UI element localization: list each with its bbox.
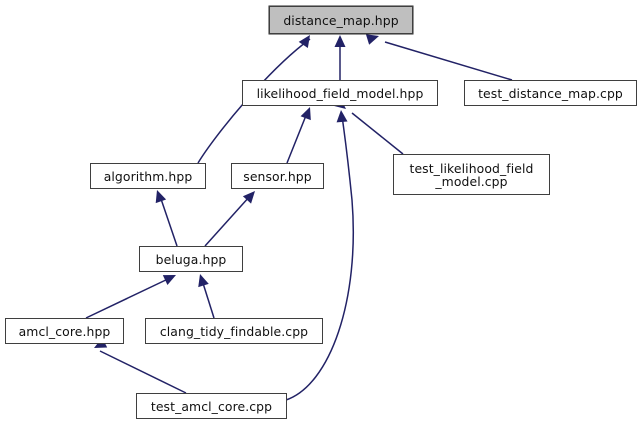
node-label-distance_map: distance_map.hpp xyxy=(283,12,399,28)
node-test_distance_map[interactable]: test_distance_map.cpp xyxy=(464,80,637,106)
arrowhead-algorithm-to-distance_map xyxy=(298,35,310,49)
edge-amcl_core-to-beluga xyxy=(85,277,171,319)
edge-test_distance_map-to-distance_map xyxy=(384,41,513,81)
node-sensor[interactable]: sensor.hpp xyxy=(231,163,324,189)
arrowhead-test_amcl_core-to-likelihood_field_model xyxy=(336,110,348,123)
node-label-likelihood_field_model: likelihood_field_model.hpp xyxy=(256,85,424,101)
edge-test_amcl_core-to-likelihood_field_model xyxy=(285,115,355,401)
arrowhead-clang_tidy_findable-to-beluga xyxy=(198,274,209,288)
arrowhead-sensor-to-likelihood_field_model xyxy=(300,107,311,121)
arrowhead-likelihood_field_model-to-distance_map xyxy=(334,35,346,47)
edge-clang_tidy_findable-to-beluga xyxy=(201,279,215,319)
node-algorithm[interactable]: algorithm.hpp xyxy=(90,163,206,189)
edge-test_likelihood_field-to-likelihood_field_model xyxy=(351,112,404,155)
node-label-algorithm: algorithm.hpp xyxy=(103,168,193,184)
edge-beluga-to-sensor xyxy=(204,195,251,247)
edge-beluga-to-algorithm xyxy=(159,195,178,247)
node-label-test_distance_map: test_distance_map.cpp xyxy=(478,85,623,101)
arrowhead-beluga-to-algorithm xyxy=(155,190,167,204)
arrowhead-amcl_core-to-beluga xyxy=(162,275,176,286)
node-test_likelihood_field[interactable]: test_likelihood_field _model.cpp xyxy=(393,154,550,195)
node-beluga[interactable]: beluga.hpp xyxy=(139,246,243,272)
node-test_amcl_core[interactable]: test_amcl_core.cpp xyxy=(136,393,287,419)
node-clang_tidy_findable[interactable]: clang_tidy_findable.cpp xyxy=(145,318,323,344)
node-label-test_likelihood_field: test_likelihood_field _model.cpp xyxy=(409,160,534,189)
arrowhead-beluga-to-sensor xyxy=(242,191,255,204)
node-label-clang_tidy_findable: clang_tidy_findable.cpp xyxy=(159,323,309,339)
node-amcl_core[interactable]: amcl_core.hpp xyxy=(5,318,124,344)
node-label-test_amcl_core: test_amcl_core.cpp xyxy=(150,398,273,414)
node-distance_map[interactable]: distance_map.hpp xyxy=(269,6,413,34)
edge-sensor-to-likelihood_field_model xyxy=(286,112,308,164)
node-label-beluga: beluga.hpp xyxy=(155,251,227,267)
node-label-sensor: sensor.hpp xyxy=(243,168,312,184)
edge-test_amcl_core-to-amcl_core xyxy=(99,350,187,394)
arrowhead-test_distance_map-to-distance_map xyxy=(365,34,379,45)
node-label-amcl_core: amcl_core.hpp xyxy=(18,323,111,339)
node-likelihood_field_model[interactable]: likelihood_field_model.hpp xyxy=(242,80,438,106)
